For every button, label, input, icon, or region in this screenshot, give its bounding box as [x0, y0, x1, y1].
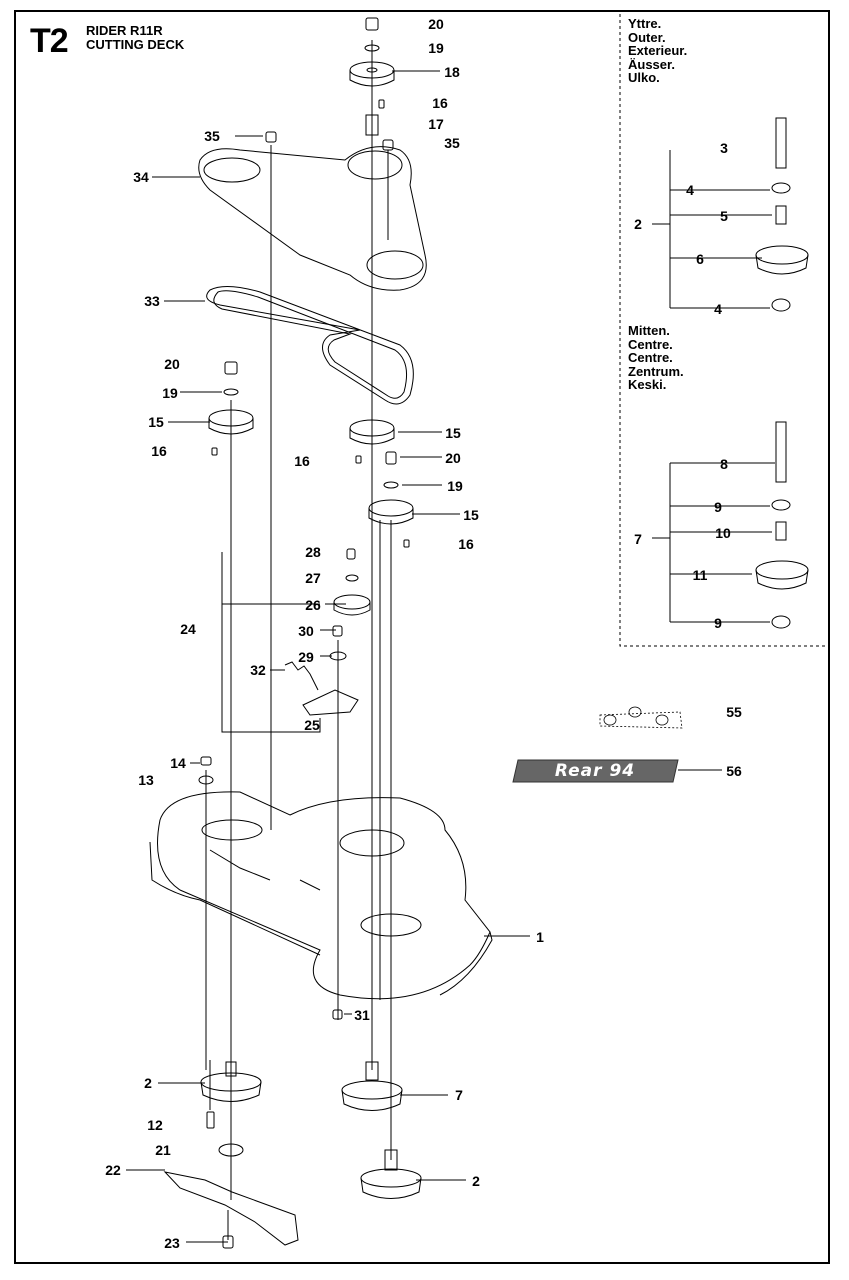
leader-lines	[126, 70, 775, 1243]
callout: 20	[445, 450, 461, 466]
callout: 5	[720, 208, 728, 224]
callout: 29	[298, 649, 314, 665]
belt-routing-decal	[599, 706, 683, 729]
callout: 6	[696, 251, 704, 267]
part-14	[200, 756, 212, 766]
callout: 28	[305, 544, 321, 560]
callout: 35	[204, 128, 220, 144]
legend-outer-line: Yttre.	[628, 16, 662, 31]
callout: 7	[455, 1087, 463, 1103]
legend-centre: Mitten. Centre. Centre. Zentrum. Keski.	[628, 324, 684, 392]
callout: 2	[634, 216, 642, 232]
callout: 24	[180, 621, 196, 637]
part-13	[198, 775, 214, 785]
callout: 33	[144, 293, 160, 309]
callout: 14	[170, 755, 186, 771]
legend-outer-line: Ulko.	[628, 70, 660, 85]
callout: 4	[686, 182, 694, 198]
callout: 4	[714, 301, 722, 317]
callout: 13	[138, 772, 154, 788]
legend-centre-line: Zentrum.	[628, 363, 684, 379]
callout: 11	[692, 567, 708, 583]
callout: 26	[305, 597, 321, 613]
callout: 19	[428, 40, 444, 56]
legend-outer-line: Outer.	[628, 29, 666, 45]
top-pulley-stack	[349, 17, 395, 136]
page-frame	[14, 10, 830, 1264]
belt-cover	[198, 131, 427, 291]
v-belt	[206, 286, 414, 405]
legend-centre-line: Centre.	[628, 350, 673, 365]
callout: 25	[304, 717, 320, 733]
legend-outer-line: Äusser.	[628, 56, 675, 72]
callout: 22	[105, 1162, 121, 1178]
callout: 9	[714, 615, 722, 631]
callout: 34	[133, 169, 149, 185]
callout: 2	[472, 1173, 480, 1189]
legend-centre-line: Mitten.	[628, 323, 670, 338]
callout: 2	[144, 1075, 152, 1091]
section-name: CUTTING DECK	[86, 37, 185, 52]
callout: 17	[428, 116, 444, 132]
page-code: T2	[30, 22, 69, 60]
callout: 15	[463, 507, 479, 523]
model-name: RIDER R11R	[86, 23, 163, 38]
callout: 20	[164, 356, 180, 372]
callout: 31	[354, 1007, 370, 1023]
rear-decal-shape	[512, 759, 679, 783]
cutting-deck	[149, 791, 493, 1000]
legend-outer: Yttre. Outer. Exterieur. Äusser. Ulko.	[628, 17, 687, 85]
part-23	[222, 1235, 234, 1249]
callout: 16	[294, 453, 310, 469]
callout: 10	[715, 525, 731, 541]
tensioner-assembly	[284, 548, 371, 716]
callout: 9	[714, 499, 722, 515]
callout: 8	[720, 456, 728, 472]
spindle-right	[360, 1149, 422, 1199]
part-31	[332, 1009, 343, 1020]
callout: 56	[726, 763, 742, 779]
callout: 15	[445, 425, 461, 441]
legend-outer-line: Exterieur.	[628, 43, 688, 58]
callout: 19	[447, 478, 463, 494]
rear-decal-text: Rear 94	[554, 761, 636, 781]
callout: 16	[458, 536, 474, 552]
left-pulley-stack	[208, 361, 254, 456]
inset-centre-spindle	[755, 421, 809, 629]
axis-lines	[205, 40, 392, 1240]
spindle-left	[200, 1061, 262, 1157]
callout: 55	[726, 704, 742, 720]
callout: 30	[298, 623, 314, 639]
blade	[163, 1171, 299, 1246]
callout: 16	[432, 95, 448, 111]
callout: 23	[164, 1235, 180, 1251]
callout: 15	[148, 414, 164, 430]
spindle-middle	[341, 1061, 403, 1111]
right-pulley-stack	[349, 419, 414, 548]
callout: 27	[305, 570, 321, 586]
callout: 19	[162, 385, 178, 401]
legend-centre-line: Keski.	[628, 377, 667, 392]
callout: 35	[444, 135, 460, 151]
callout: 21	[155, 1142, 171, 1158]
callout: 16	[151, 443, 167, 459]
callout: 12	[147, 1117, 163, 1133]
callout: 7	[634, 531, 642, 547]
callout: 32	[250, 662, 266, 678]
callout: 20	[428, 16, 444, 32]
inset-outer-spindle	[755, 117, 809, 312]
inset-divider	[619, 14, 828, 647]
legend-centre-line: Centre.	[628, 336, 673, 352]
callout: 3	[720, 140, 728, 156]
callout: 1	[536, 929, 544, 945]
callout: 18	[444, 64, 460, 80]
